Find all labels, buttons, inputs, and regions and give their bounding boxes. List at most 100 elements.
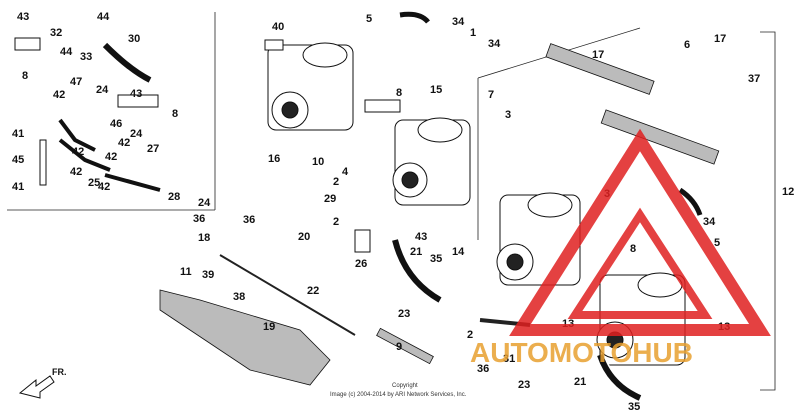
callout-43: 43	[17, 11, 29, 23]
callout-5: 5	[714, 237, 720, 249]
callout-38: 38	[233, 291, 245, 303]
watermark-inner-triangle-icon	[567, 207, 713, 319]
callout-12: 12	[782, 186, 794, 198]
callout-30: 30	[128, 33, 140, 45]
callout-labels: 43 32 44 33 30 8 44 47 42 24 46 24 43 8 …	[12, 11, 794, 413]
callout-36: 36	[193, 213, 205, 225]
front-arrow: FR.	[18, 367, 67, 399]
callout-19: 19	[263, 321, 275, 333]
callout-42: 42	[70, 166, 82, 178]
callout-36: 36	[243, 214, 255, 226]
watermark: AUTOMOTOHUB	[470, 128, 771, 368]
callout-42: 42	[118, 137, 130, 149]
joint-8-right	[117, 94, 159, 108]
copyright-line2: Image (c) 2004-2014 by ARI Network Servi…	[330, 392, 467, 398]
callout-15: 15	[430, 84, 442, 96]
callout-35: 35	[430, 253, 442, 265]
watermark-triangle-icon	[509, 128, 771, 336]
callout-36: 36	[477, 363, 489, 375]
front-arrow-icon	[18, 375, 55, 399]
watermark-text: AUTOMOTOHUB	[470, 337, 693, 368]
callout-3: 3	[505, 109, 511, 121]
hoses-42	[58, 118, 161, 192]
callout-34: 34	[452, 16, 465, 28]
callout-42: 42	[72, 146, 84, 158]
front-arrow-label: FR.	[52, 367, 67, 377]
rail-mid	[600, 109, 720, 165]
callout-17: 17	[592, 49, 604, 61]
callout-8: 8	[396, 87, 402, 99]
callout-21: 21	[574, 376, 586, 388]
hose-21-lower	[597, 353, 642, 401]
hose-30	[102, 42, 152, 83]
callout-5: 5	[366, 13, 372, 25]
hose-34-top	[399, 11, 430, 24]
callout-34: 34	[488, 38, 501, 50]
callout-8: 8	[172, 108, 178, 120]
callout-32: 32	[50, 27, 62, 39]
callout-41: 41	[12, 128, 24, 140]
callout-20: 20	[298, 231, 310, 243]
callout-45: 45	[12, 154, 24, 166]
callout-4: 4	[342, 166, 349, 178]
callout-25: 25	[88, 177, 100, 189]
callout-2: 2	[467, 329, 473, 341]
callout-42: 42	[53, 89, 65, 101]
callout-46: 46	[110, 118, 122, 130]
callout-10: 10	[312, 156, 324, 168]
callout-22: 22	[307, 285, 319, 297]
callout-23: 23	[518, 379, 530, 391]
callout-27: 27	[147, 143, 159, 155]
callout-26: 26	[355, 258, 367, 270]
callout-17: 17	[714, 33, 726, 45]
callout-39: 39	[202, 269, 214, 281]
callout-31: 31	[503, 353, 515, 365]
carburetor-15	[392, 117, 471, 206]
callout-33: 33	[80, 51, 92, 63]
hose-21	[392, 239, 442, 303]
callout-35: 35	[628, 401, 640, 413]
callout-44: 44	[60, 46, 73, 58]
callout-2: 2	[333, 176, 339, 188]
callout-9: 9	[396, 341, 402, 353]
spring-9	[376, 327, 434, 365]
copyright-line1: Copyright	[392, 383, 418, 389]
callout-11: 11	[180, 266, 192, 278]
pipe-26	[354, 229, 371, 253]
callout-29: 29	[324, 193, 336, 205]
callout-41: 41	[12, 181, 24, 193]
callout-40: 40	[272, 21, 284, 33]
carburetor-14	[496, 192, 581, 286]
assembly-bracket	[760, 31, 776, 391]
rail-top	[545, 43, 655, 95]
joint-8-center	[364, 99, 401, 113]
callout-2: 2	[333, 216, 339, 228]
callout-42: 42	[98, 181, 110, 193]
callout-8: 8	[630, 243, 636, 255]
callout-24: 24	[130, 128, 143, 140]
callout-44: 44	[97, 11, 110, 23]
callout-7: 7	[488, 89, 494, 101]
callout-24: 24	[198, 197, 211, 209]
part-40	[264, 39, 284, 51]
callout-47: 47	[70, 76, 82, 88]
callout-6: 6	[684, 39, 690, 51]
joint-8-left	[14, 37, 41, 51]
callout-43: 43	[130, 88, 142, 100]
callout-28: 28	[168, 191, 180, 203]
callout-21: 21	[410, 246, 422, 258]
callout-18: 18	[198, 232, 210, 244]
callout-42: 42	[105, 151, 117, 163]
callout-16: 16	[268, 153, 280, 165]
callout-34: 34	[703, 216, 716, 228]
callout-37: 37	[748, 73, 760, 85]
callout-24: 24	[96, 84, 109, 96]
callout-23: 23	[398, 308, 410, 320]
callout-1: 1	[470, 27, 476, 39]
hose-34-right	[678, 187, 703, 216]
callout-8: 8	[22, 70, 28, 82]
callout-14: 14	[452, 246, 465, 258]
shaft-22	[219, 254, 356, 336]
callout-43: 43	[415, 231, 427, 243]
